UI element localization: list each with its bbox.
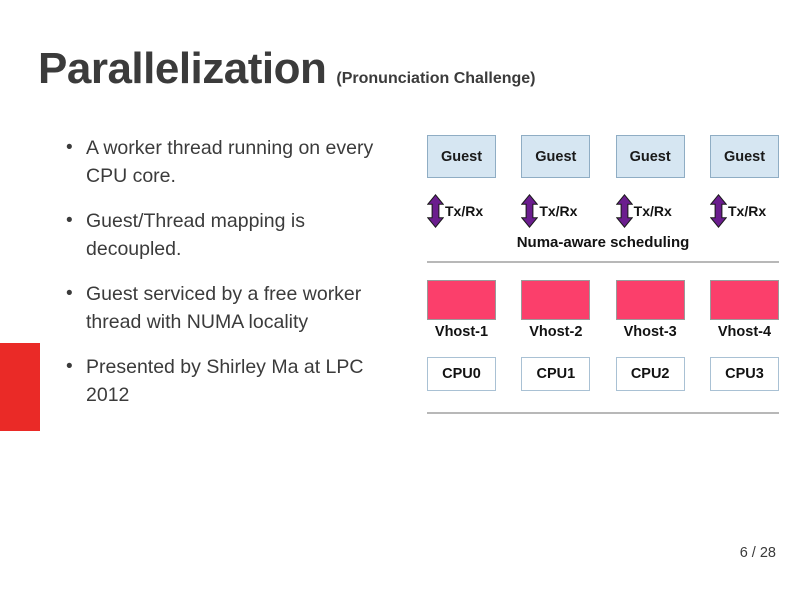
vhost-box [709,280,779,320]
page-subtitle-text: (Pronunciation Challenge) [336,70,536,87]
txrx-label: Tx/Rx [633,203,672,219]
txrx-channel: Tx/Rx [427,193,496,229]
double-arrow-vertical-icon [709,194,727,228]
cpu-row: CPU0 CPU1 CPU2 CPU3 [427,357,779,391]
vhost-label: Vhost-1 [434,324,489,340]
cpu-box: CPU1 [521,357,591,391]
vhost-label: Vhost-3 [623,324,677,340]
txrx-label: Tx/Rx [445,203,484,219]
bullet-marker-icon: • [66,283,73,304]
list-item-label: A worker thread running on every CPU cor… [86,137,374,187]
guest-box: Guest [615,135,685,178]
cpu-box: CPU3 [709,357,779,391]
vhost-box [521,280,591,320]
guest-box: Guest [709,135,779,178]
page-number: 6 / 28 [739,545,776,561]
bullet-marker-icon: • [66,137,73,158]
list-item-label: Guest/Thread mapping is decoupled. [86,210,305,260]
vhost-label: Vhost-4 [717,324,772,340]
txrx-label: Tx/Rx [727,203,767,219]
guest-box: Guest [521,135,591,178]
architecture-diagram: Guest Guest Guest Guest Tx/Rx Tx/Rx [427,130,779,420]
double-arrow-vertical-icon [615,194,633,228]
vhost-label-row: Vhost-1 Vhost-2 Vhost-3 Vhost-4 [427,324,779,340]
bullet-marker-icon: • [66,356,73,377]
txrx-label: Tx/Rx [539,203,578,219]
list-item: • Guest/Thread mapping is decoupled. [66,207,396,263]
double-arrow-vertical-icon [427,194,444,228]
vhost-box [427,280,496,320]
vhost-box [615,280,685,320]
bullet-marker-icon: • [66,210,73,231]
divider-top [427,261,779,263]
vhost-label: Vhost-2 [529,324,583,340]
guest-box: Guest [427,135,496,178]
divider-bottom [427,412,779,414]
page-title: Parallelization (Pronunciation Challenge) [38,44,758,102]
cpu-box: CPU2 [615,357,685,391]
txrx-channel: Tx/Rx [521,193,590,229]
txrx-channel: Tx/Rx [615,193,685,229]
bullet-list: • A worker thread running on every CPU c… [66,134,396,426]
double-arrow-vertical-icon [521,194,539,228]
list-item: • A worker thread running on every CPU c… [66,134,396,190]
guest-row: Guest Guest Guest Guest [427,135,779,178]
list-item: • Guest serviced by a free worker thread… [66,280,396,336]
list-item: • Presented by Shirley Ma at LPC 2012 [66,353,396,409]
cpu-box: CPU0 [427,357,496,391]
page-title-text: Parallelization [38,44,327,93]
list-item-label: Guest serviced by a free worker thread w… [86,283,362,333]
accent-block [0,343,40,431]
scheduling-label: Numa-aware scheduling [516,234,690,251]
txrx-row: Tx/Rx Tx/Rx Tx/Rx Tx/Rx [427,193,779,229]
vhost-row [427,280,779,320]
list-item-label: Presented by Shirley Ma at LPC 2012 [86,356,364,406]
txrx-channel: Tx/Rx [709,193,779,229]
